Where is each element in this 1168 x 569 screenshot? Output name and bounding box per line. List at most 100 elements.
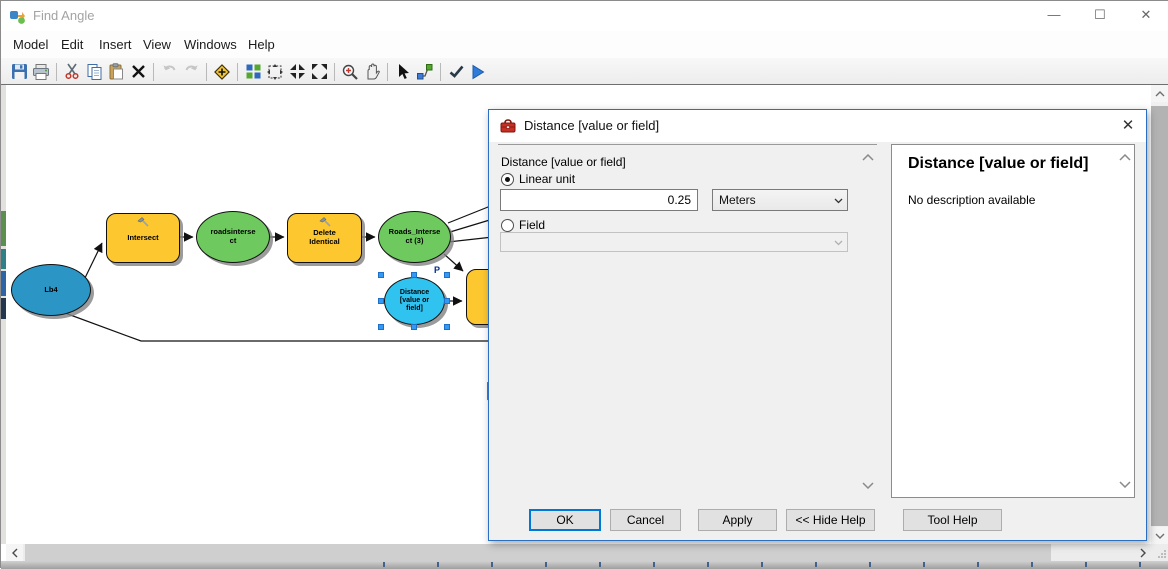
model-node-tool-delete-identical[interactable]: Delete Identical: [287, 213, 362, 263]
parameter-badge: P: [434, 265, 441, 275]
radio-selected-icon: [501, 172, 514, 186]
menu-edit[interactable]: Edit: [61, 37, 84, 52]
pan-hand-icon[interactable]: [361, 61, 383, 83]
dialog-help-panel: Distance [value or field] No description…: [891, 144, 1135, 498]
sliver-blue: [1, 271, 6, 296]
selection-handle[interactable]: [411, 324, 417, 330]
chevron-down-icon: [829, 193, 847, 207]
resize-grip-icon[interactable]: [1158, 550, 1166, 558]
fixed-zoom-in-icon[interactable]: [286, 61, 308, 83]
scroll-up-icon[interactable]: [1119, 154, 1131, 161]
model-node-derived-roadsintersect[interactable]: roadsintersect: [196, 211, 270, 263]
sliver-green: [1, 211, 6, 246]
node-label: Distance [value or field]: [399, 288, 430, 313]
tool-help-button[interactable]: Tool Help: [903, 509, 1002, 531]
ok-button[interactable]: OK: [529, 509, 601, 531]
toolbar: [1, 58, 1168, 85]
linear-unit-radio[interactable]: Linear unit: [501, 172, 575, 186]
dialog-titlebar[interactable]: Distance [value or field] ✕: [489, 110, 1146, 142]
minimize-button[interactable]: —: [1047, 7, 1061, 22]
add-connection-icon[interactable]: [414, 61, 436, 83]
cancel-button[interactable]: Cancel: [610, 509, 681, 531]
close-button[interactable]: ✕: [1140, 7, 1152, 22]
apply-button[interactable]: Apply: [698, 509, 777, 531]
linear-unit-label: Linear unit: [519, 172, 576, 186]
toolbar-separator: [334, 62, 335, 81]
fit-to-window-icon[interactable]: [264, 61, 286, 83]
scroll-down-icon[interactable]: [1151, 527, 1168, 544]
model-node-input-data[interactable]: Lb4: [11, 264, 91, 316]
radio-unselected-icon: [501, 218, 514, 232]
zoom-in-icon[interactable]: [339, 61, 361, 83]
undo-icon[interactable]: [158, 61, 180, 83]
field-select-disabled: [500, 232, 848, 252]
toolbar-separator: [387, 62, 388, 81]
model-node-tool-intersect[interactable]: Intersect: [106, 213, 180, 263]
hide-help-button[interactable]: << Hide Help: [786, 509, 875, 531]
add-data-icon[interactable]: [211, 61, 233, 83]
menu-model[interactable]: Model: [13, 37, 49, 52]
selection-handle[interactable]: [378, 324, 384, 330]
panel-scrollbar[interactable]: [1117, 146, 1133, 496]
selection-handle[interactable]: [444, 272, 450, 278]
node-label: Lb4: [44, 284, 58, 294]
select-arrow-icon[interactable]: [392, 61, 414, 83]
copy-icon[interactable]: [83, 61, 105, 83]
vertical-scrollbar-thumb[interactable]: [1151, 106, 1168, 526]
menu-view[interactable]: View: [143, 37, 171, 52]
redo-icon[interactable]: [180, 61, 202, 83]
sliver-dark: [1, 298, 6, 319]
scroll-down-icon[interactable]: [862, 482, 874, 489]
menubar: Model Edit Insert View Windows Help: [1, 31, 1168, 58]
model-node-derived-roads-intersect-3[interactable]: Roads_Intersect (3): [378, 211, 451, 263]
unit-selected-value: Meters: [719, 193, 756, 207]
fixed-zoom-out-icon[interactable]: [308, 61, 330, 83]
auto-layout-icon[interactable]: [242, 61, 264, 83]
scroll-up-icon[interactable]: [862, 154, 874, 161]
chevron-down-icon: [829, 235, 847, 249]
menu-windows[interactable]: Windows: [184, 37, 237, 52]
maximize-button[interactable]: ☐: [1094, 7, 1106, 22]
scroll-down-icon[interactable]: [1119, 481, 1131, 488]
node-label: Intersect: [127, 232, 159, 242]
panel-scrollbar[interactable]: [860, 146, 876, 497]
window-titlebar: Find Angle — ☐ ✕: [1, 1, 1168, 31]
menu-insert[interactable]: Insert: [99, 37, 132, 52]
validate-model-icon[interactable]: [445, 61, 467, 83]
scroll-left-icon[interactable]: [6, 544, 23, 561]
dialog-close-icon[interactable]: ✕: [1121, 117, 1135, 134]
node-label: Roads_Intersect (3): [388, 227, 441, 245]
run-model-icon[interactable]: [467, 61, 489, 83]
selection-handle[interactable]: [378, 298, 384, 304]
selection-handle[interactable]: [444, 298, 450, 304]
field-radio[interactable]: Field: [501, 218, 545, 232]
model-node-variable-distance[interactable]: Distance [value or field]: [384, 277, 445, 325]
menu-help[interactable]: Help: [248, 37, 275, 52]
toolbar-separator: [440, 62, 441, 81]
help-heading: Distance [value or field]: [908, 155, 1089, 172]
delete-icon[interactable]: [127, 61, 149, 83]
tool-dialog: Distance [value or field] ✕ Distance [va…: [488, 109, 1147, 541]
horizontal-scrollbar-thumb[interactable]: [25, 544, 1051, 561]
model-connections: [64, 204, 494, 342]
hammer-icon: [137, 217, 149, 227]
scroll-right-icon[interactable]: [1134, 544, 1151, 561]
selection-handle[interactable]: [444, 324, 450, 330]
sliver-teal: [1, 249, 6, 269]
parameter-label: Distance [value or field]: [501, 155, 626, 169]
node-label: Delete Identical: [309, 228, 340, 246]
paste-icon[interactable]: [105, 61, 127, 83]
print-icon[interactable]: [30, 61, 52, 83]
scroll-up-icon[interactable]: [1151, 85, 1168, 102]
selection-handle[interactable]: [378, 272, 384, 278]
save-icon[interactable]: [8, 61, 30, 83]
window-title: Find Angle: [33, 8, 95, 23]
node-label: roadsintersect: [210, 227, 256, 245]
canvas-border: [1, 84, 1168, 544]
background-window-ticks: [331, 562, 1151, 567]
cut-icon[interactable]: [61, 61, 83, 83]
left-edge-sliver: [1, 85, 6, 544]
unit-select[interactable]: Meters: [712, 189, 848, 211]
linear-unit-value-input[interactable]: [500, 189, 698, 211]
selection-handle[interactable]: [411, 272, 417, 278]
